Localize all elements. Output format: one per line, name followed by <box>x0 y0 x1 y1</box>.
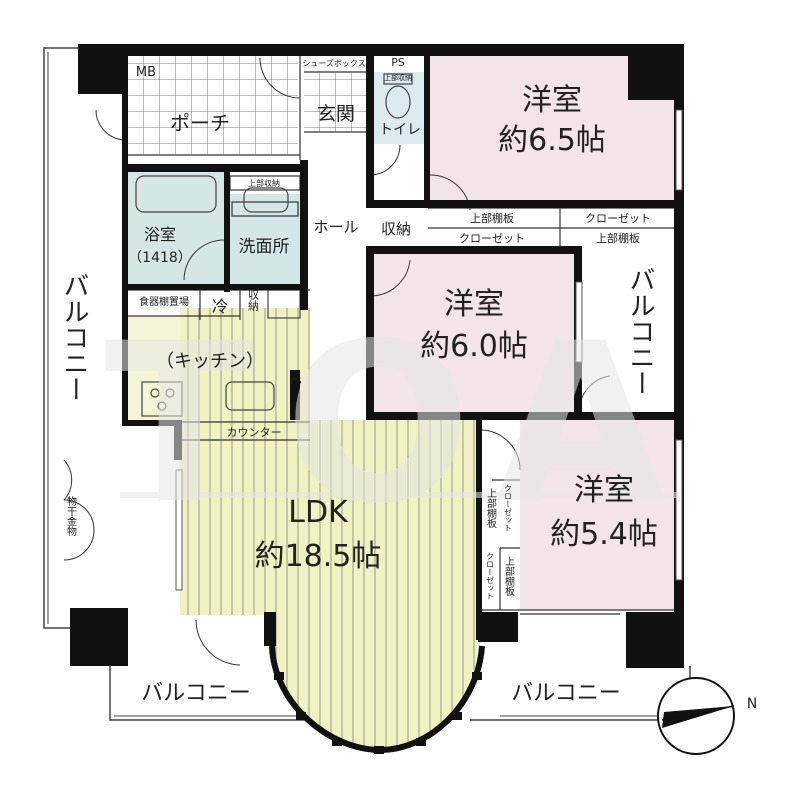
porch-label: ポーチ <box>170 111 230 135</box>
balcony-bottom-right-label: バルコニー <box>511 681 621 706</box>
compass-north: N <box>747 696 757 712</box>
upper-shelf-2-label: 上部棚板 <box>596 231 640 245</box>
bedroom3-size: 約5.4帖 <box>550 517 658 552</box>
clothes-hanger-label: 物干金物 <box>65 495 77 537</box>
watermark-text: TOA <box>104 296 695 552</box>
bath-size-label: （1418） <box>128 250 192 266</box>
windows <box>175 109 683 591</box>
kitchen-sink <box>225 381 275 411</box>
balcony-bottom-left-label: バルコニー <box>141 681 251 706</box>
balcony-outline <box>43 47 691 721</box>
bathroom-fill <box>128 172 224 288</box>
hall-label: ホール <box>313 218 358 236</box>
balcony-left-label: バルコニー <box>59 272 89 402</box>
upper-shelf-v1-label: 上部棚板 <box>485 488 497 529</box>
washbasin <box>243 187 289 213</box>
counter-label: カウンター <box>227 426 282 439</box>
ps-top-label: PS <box>391 56 405 69</box>
bedroom2-size: 約6.0帖 <box>420 329 528 364</box>
upper-storage-top-label: 上部収納 <box>384 73 412 82</box>
stove <box>141 381 183 417</box>
bedroom1-name: 洋室 <box>522 83 582 118</box>
washroom-label: 洗面所 <box>239 237 290 257</box>
dish-shelf-label: 食器棚置場 <box>139 295 189 308</box>
toilet-label: トイレ <box>379 122 421 138</box>
room-fills <box>128 55 680 748</box>
fridge-label: 冷 <box>212 297 228 316</box>
porch-tiles <box>128 55 298 155</box>
washroom-fill <box>228 194 306 288</box>
bathroom-label: 浴室 <box>144 225 176 244</box>
small-labels: MB PS シューズボックス 上部収納 上部収納 収納 上部棚板 クローゼット … <box>136 56 757 712</box>
shoe-box-label: シューズボックス <box>302 58 365 68</box>
bedroom2-name: 洋室 <box>444 287 504 322</box>
ps-kitchen-label: PS <box>290 377 301 387</box>
storage-hall-label: 収納 <box>381 220 411 238</box>
closet-2-label: クローゼット <box>585 212 651 225</box>
toilet-bowl <box>385 85 411 119</box>
door-swings <box>63 57 611 666</box>
bedroom3-name: 洋室 <box>574 473 634 508</box>
entrance-tiles <box>304 72 366 132</box>
upper-shelf-v2-label: 上部棚板 <box>503 556 515 597</box>
upper-storage-wash-label: 上部収納 <box>248 178 280 188</box>
watermark: TOA <box>104 296 695 552</box>
storage-wash-label: 収納 <box>247 289 260 312</box>
ldk-size: 約18.5帖 <box>255 539 382 574</box>
bay-window-mullions <box>274 672 482 754</box>
kitchen-label: （キッチン） <box>156 351 264 372</box>
closet-v1-label: クローゼット <box>504 484 513 532</box>
balcony-right-label: バルコニー <box>625 266 655 396</box>
entrance-label: 玄関 <box>317 103 355 125</box>
fixtures <box>135 73 413 417</box>
mb-label: MB <box>136 65 156 80</box>
closet-v2-label: クローゼット <box>486 552 495 600</box>
ldk-fill <box>180 308 478 748</box>
bedroom3-fill <box>520 420 680 610</box>
bottom-balcony-labels: バルコニー バルコニー <box>141 681 621 706</box>
bedroom2-fill <box>372 252 574 414</box>
vertical-labels: 収納 クローゼット 上部棚板 クローゼット 上部棚板 物干金物 バルコニー バル… <box>59 266 655 600</box>
closet-1-label: クローゼット <box>459 232 525 245</box>
ldk-name: LDK <box>288 495 349 530</box>
bathtub <box>135 175 217 213</box>
walls <box>70 44 684 668</box>
bedroom1-size: 約6.5帖 <box>498 123 606 158</box>
compass-icon <box>657 677 735 755</box>
upper-shelf-1-label: 上部棚板 <box>470 211 514 225</box>
room-labels: 洋室 約6.5帖 洋室 約6.0帖 洋室 約5.4帖 LDK 約18.5帖 （キ… <box>128 83 658 574</box>
